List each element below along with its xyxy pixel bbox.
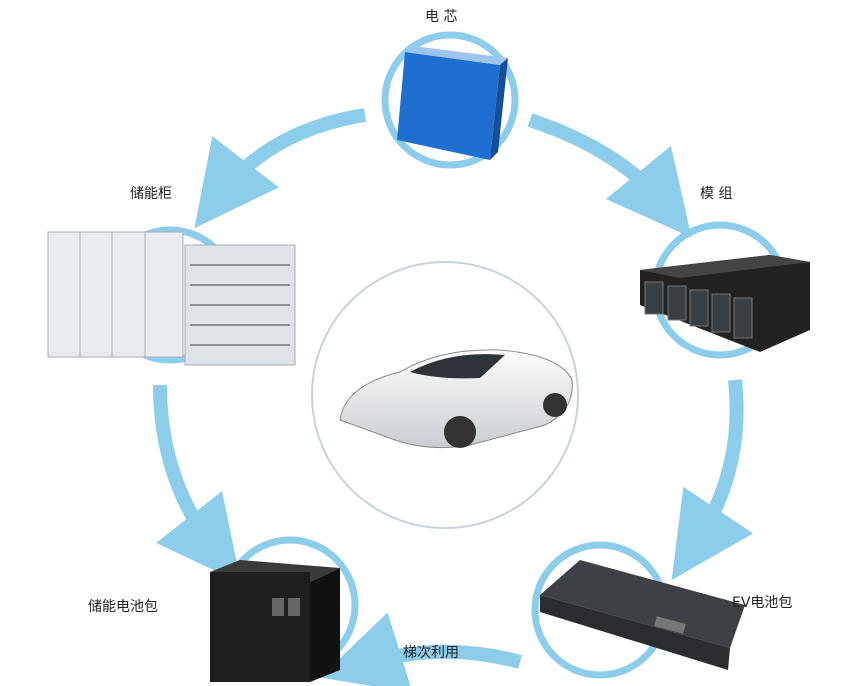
module-image [640, 255, 810, 352]
label-cascade-use: 梯次利用 [403, 645, 459, 661]
storage-pack-image [210, 560, 340, 682]
label-ev-pack: EV电池包 [732, 595, 793, 611]
label-module: 模 组 [700, 186, 733, 202]
battery-cell-image [397, 46, 508, 160]
ev-pack-image [540, 560, 745, 670]
label-cell: 电 芯 [425, 9, 458, 25]
flow-arrows [153, 108, 754, 686]
center-car [311, 261, 579, 529]
label-storage-pack: 储能电池包 [88, 599, 158, 615]
cabinet-image [47, 231, 296, 366]
label-cabinet: 储能柜 [130, 186, 172, 202]
